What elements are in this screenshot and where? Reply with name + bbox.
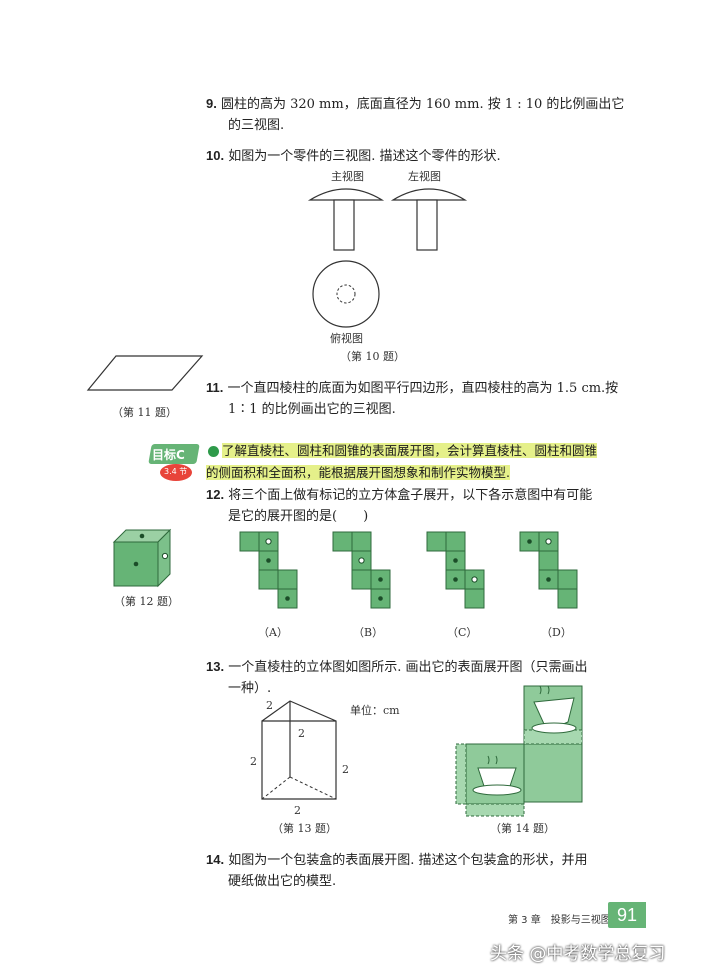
question-text: 将三个面上做有标记的立方体盒子展开，以下各示意图中有可能 <box>228 488 593 503</box>
question-number: 9. <box>206 96 217 111</box>
question-13: 13. 一个直棱柱的立体图如图所示. 画出它的表面展开图（只需画出 <box>206 656 587 679</box>
dim-label: 2 <box>294 804 301 817</box>
q10-three-views-figure <box>307 188 468 328</box>
question-number: 10. <box>206 148 225 163</box>
bullet-icon <box>208 446 219 457</box>
q14-caption: （第 14 题） <box>490 822 555 835</box>
goal-section: 3.4 节 <box>164 467 188 476</box>
question-14: 14. 如图为一个包装盒的表面展开图. 描述这个包装盒的形状，并用 <box>206 849 587 872</box>
question-number: 14. <box>206 852 225 867</box>
top-view <box>312 260 380 328</box>
option-b-label[interactable]: （B） <box>353 626 384 639</box>
question-13-line2: 一种）. <box>228 681 272 696</box>
question-11-line2: 1∶1 的比例画出它的三视图. <box>228 402 396 417</box>
net-option-c <box>426 531 485 609</box>
question-11: 11. 一个直四棱柱的底面为如图平行四边形，直四棱柱的高为 1.5 cm.按 <box>206 377 618 400</box>
question-text: 一个直四棱柱的底面为如图平行四边形，直四棱柱的高为 1.5 cm.按 <box>227 381 619 396</box>
dim-label: 2 <box>250 755 257 768</box>
top-view-label: 俯视图 <box>330 332 363 345</box>
net-option-d <box>519 531 578 609</box>
watermark: 头条 @中考数学总复习 <box>490 944 666 964</box>
page-number: 91 <box>616 905 638 925</box>
triangular-prism-figure <box>261 700 337 800</box>
option-c-label[interactable]: （C） <box>447 626 478 639</box>
package-net-figure <box>455 685 583 817</box>
page-number-tab: 91 <box>608 902 646 928</box>
goal-line1: 了解直棱柱、圆柱和圆锥的表面展开图，会计算直棱柱、圆柱和圆锥 <box>222 443 598 458</box>
q11-caption: （第 11 题） <box>112 406 177 419</box>
option-d-label[interactable]: （D） <box>541 626 572 639</box>
q10-caption: （第 10 题） <box>340 350 405 363</box>
question-text: 如图为一个包装盒的表面展开图. 描述这个包装盒的形状，并用 <box>228 853 588 868</box>
question-9-line2: 的三视图. <box>228 118 285 133</box>
goal-badge: 目标C 3.4 节 <box>148 440 208 486</box>
q13-caption: （第 13 题） <box>272 822 337 835</box>
question-14-line2: 硬纸做出它的模型. <box>228 874 337 889</box>
teacup-icon <box>472 755 522 796</box>
goal-line2: 的侧面积和全面积，能根据展开图想象和制作实物模型. <box>206 465 510 480</box>
option-a-label[interactable]: （A） <box>258 626 288 639</box>
teacup-icon <box>531 685 577 734</box>
side-view-label: 左视图 <box>408 170 441 183</box>
question-number: 12. <box>206 487 225 502</box>
side-view <box>390 188 468 251</box>
dim-label: 2 <box>342 763 349 776</box>
question-number: 11. <box>206 380 224 395</box>
question-12: 12. 将三个面上做有标记的立方体盒子展开，以下各示意图中有可能 <box>206 484 592 507</box>
dim-label: 2 <box>266 699 273 712</box>
front-view <box>307 188 385 251</box>
parallelogram-figure <box>86 355 204 391</box>
question-text: 如图为一个零件的三视图. 描述这个零件的形状. <box>228 149 501 164</box>
question-9: 9. 圆柱的高为 320 mm，底面直径为 160 mm. 按 1 : 10 的… <box>206 93 624 116</box>
question-10: 10. 如图为一个零件的三视图. 描述这个零件的形状. <box>206 145 501 168</box>
question-text: 一个直棱柱的立体图如图所示. 画出它的表面展开图（只需画出 <box>228 660 588 675</box>
goal-badge-label: 目标C <box>152 448 185 462</box>
net-option-b <box>332 531 391 609</box>
front-view-label: 主视图 <box>331 170 364 183</box>
marked-cube-figure <box>112 528 172 588</box>
footer-chapter: 第 3 章 投影与三视图 <box>508 915 611 926</box>
unit-label: 单位：cm <box>350 704 400 717</box>
net-option-a <box>239 531 298 609</box>
question-text: 圆柱的高为 320 mm，底面直径为 160 mm. 按 1 : 10 的比例画… <box>220 97 625 112</box>
question-number: 13. <box>206 659 225 674</box>
q12-caption: （第 12 题） <box>114 595 179 608</box>
dim-label: 2 <box>298 727 305 740</box>
question-12-line2: 是它的展开图的是( ) <box>228 509 369 524</box>
